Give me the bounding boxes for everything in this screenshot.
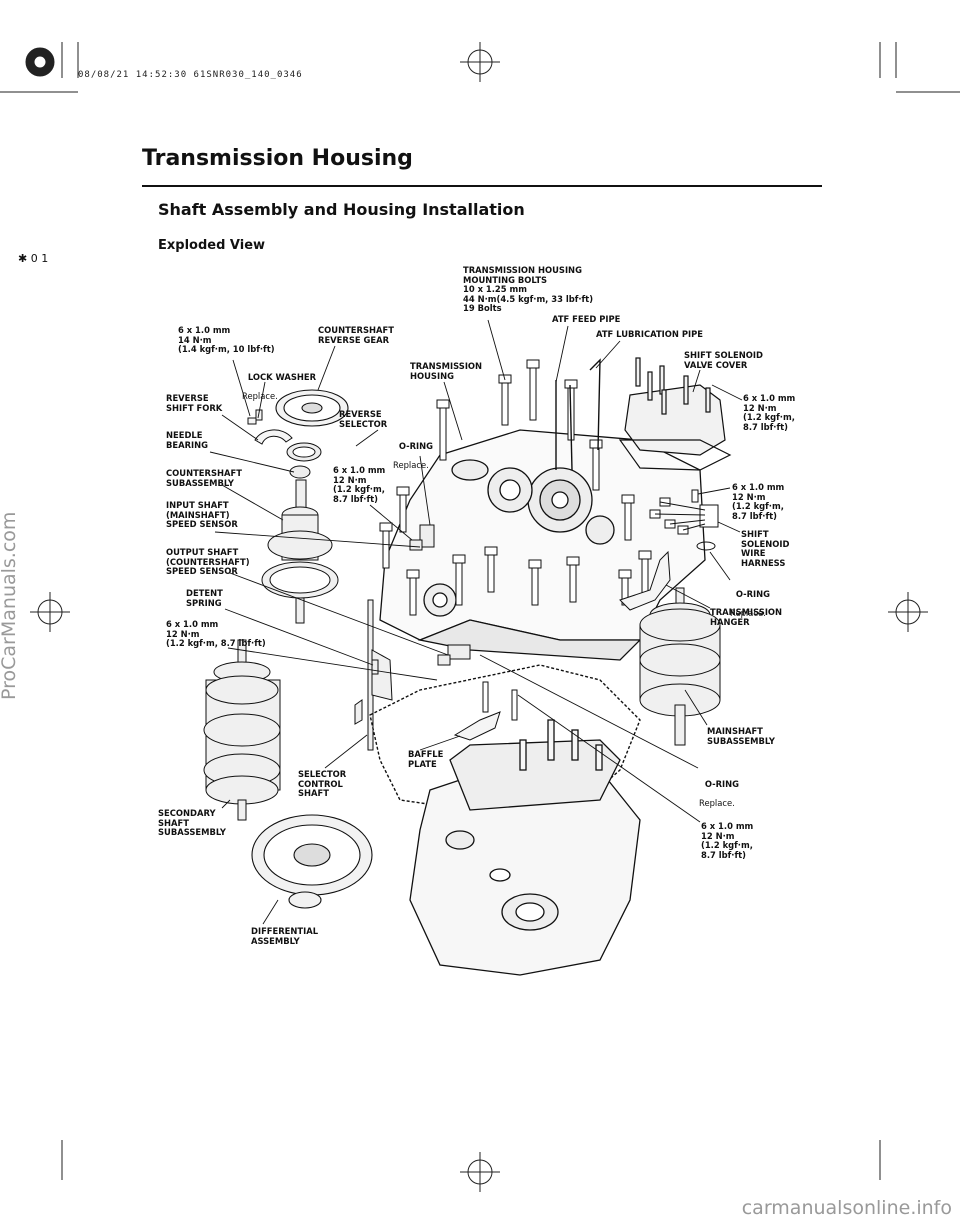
speed-sensors-part: [409, 524, 471, 666]
callout-output-sensor: OUTPUT SHAFT (COUNTERSHAFT) SPEED SENSOR: [166, 547, 250, 577]
callout-input-sensor: INPUT SHAFT (MAINSHAFT) SPEED SENSOR: [166, 500, 238, 530]
callout-tx-bolts: TRANSMISSION HOUSING MOUNTING BOLTS 10 x…: [463, 265, 594, 314]
callout-lock-washer-note: Replace.: [242, 390, 278, 401]
callout-oring-2-title: O-RING: [735, 588, 771, 599]
callout-oring-2: O-RING Replace.: [730, 580, 770, 628]
countershaft-subassembly-part: [261, 479, 339, 624]
callout-atf-lube: ATF LUBRICATION PIPE: [596, 329, 703, 339]
torque-converter-housing-part: [409, 719, 641, 976]
registration-marks: [0, 42, 960, 1192]
page-title: Transmission Housing: [142, 146, 413, 171]
callout-bolt-harness: 6 x 1.0 mm 12 N·m (1.2 kgf·m, 8.7 lbf·ft…: [732, 482, 785, 521]
wire-harness-part: [649, 489, 719, 551]
section-title: Shaft Assembly and Housing Installation: [158, 200, 525, 219]
differential-assembly-part: [251, 814, 373, 909]
atf-pipes: [555, 358, 601, 471]
housing-bolts: [379, 359, 652, 616]
side-watermark: ProCarManuals.com: [0, 511, 20, 700]
callout-sel-shaft: SELECTOR CONTROL SHAFT: [298, 769, 347, 799]
footer-watermark: carmanualsonline.info: [741, 1197, 952, 1219]
page-marker: ✱ 0 1: [18, 252, 49, 265]
callout-oring-3-title: O-RING: [704, 778, 740, 789]
callout-oring-1: O-RING Replace.: [393, 432, 433, 480]
callout-rev-selector: REVERSE SELECTOR: [339, 409, 388, 429]
callout-lock-washer-title: LOCK WASHER: [247, 371, 317, 382]
baffle-bolt-part-2: [511, 689, 518, 721]
callout-mainshaft: MAINSHAFT SUBASSEMBLY: [707, 726, 775, 746]
callout-oring-2-note: Replace.: [730, 607, 766, 618]
callout-oring-3: O-RING Replace.: [699, 770, 739, 818]
callout-rev-fork: REVERSE SHIFT FORK: [166, 393, 223, 413]
callout-cs-rev-gear: COUNTERSHAFT REVERSE GEAR: [318, 325, 394, 345]
needle-bearing-part: [286, 442, 322, 479]
callout-baffle: BAFFLE PLATE: [408, 749, 444, 769]
shift-solenoid-cover-part: [618, 357, 732, 471]
callout-secondary: SECONDARY SHAFT SUBASSEMBLY: [158, 808, 226, 838]
callout-bolt-detent: 6 x 1.0 mm 12 N·m (1.2 kgf·m, 8.7 lbf·ft…: [166, 619, 266, 649]
baffle-plate-part: [453, 711, 501, 741]
callout-bolt-sel: 6 x 1.0 mm 12 N·m (1.2 kgf·m, 8.7 lbf·ft…: [333, 465, 386, 504]
callout-harness: SHIFT SOLENOID WIRE HARNESS: [741, 529, 790, 568]
callout-oring-3-note: Replace.: [699, 797, 735, 808]
selector-control-shaft-part: [354, 599, 393, 751]
mainshaft-subassembly-part: [639, 587, 721, 746]
callout-lock-washer: LOCK WASHER Replace.: [242, 363, 316, 411]
callout-sol-cover: SHIFT SOLENOID VALVE COVER: [684, 350, 763, 370]
baffle-bolt-part: [482, 681, 489, 713]
callout-hanger: TRANSMISSION HANGER: [710, 607, 783, 627]
callout-cs-sub: COUNTERSHAFT SUBASSEMBLY: [166, 468, 242, 488]
callout-oring-1-note: Replace.: [393, 459, 429, 470]
transmission-hanger-part: [619, 550, 671, 611]
callout-atf-feed: ATF FEED PIPE: [552, 314, 621, 324]
callout-bolt-cover: 6 x 1.0 mm 12 N·m (1.2 kgf·m, 8.7 lbf·ft…: [743, 393, 796, 432]
callout-diff: DIFFERENTIAL ASSEMBLY: [251, 926, 319, 946]
print-stamp: 08/08/21 14:52:30 61SNR030_140_0346: [78, 70, 303, 80]
title-rule: [142, 185, 822, 187]
secondary-shaft-subassembly-part: [203, 639, 281, 821]
callout-bolt-14nm: 6 x 1.0 mm 14 N·m (1.4 kgf·m, 10 lbf·ft): [178, 325, 275, 355]
callout-needle: NEEDLE BEARING: [166, 430, 209, 450]
leader-lines: [209, 319, 743, 925]
view-title: Exploded View: [158, 238, 266, 253]
countershaft-reverse-gear-part: [275, 389, 349, 427]
housing-gasket-part: [369, 664, 641, 811]
callout-tx-housing: TRANSMISSION HOUSING: [410, 361, 483, 381]
callout-oring-1-title: O-RING: [398, 440, 434, 451]
callout-detent: DETENT SPRING: [186, 588, 223, 608]
callout-bolt-baffle: 6 x 1.0 mm 12 N·m (1.2 kgf·m, 8.7 lbf·ft…: [701, 821, 754, 860]
